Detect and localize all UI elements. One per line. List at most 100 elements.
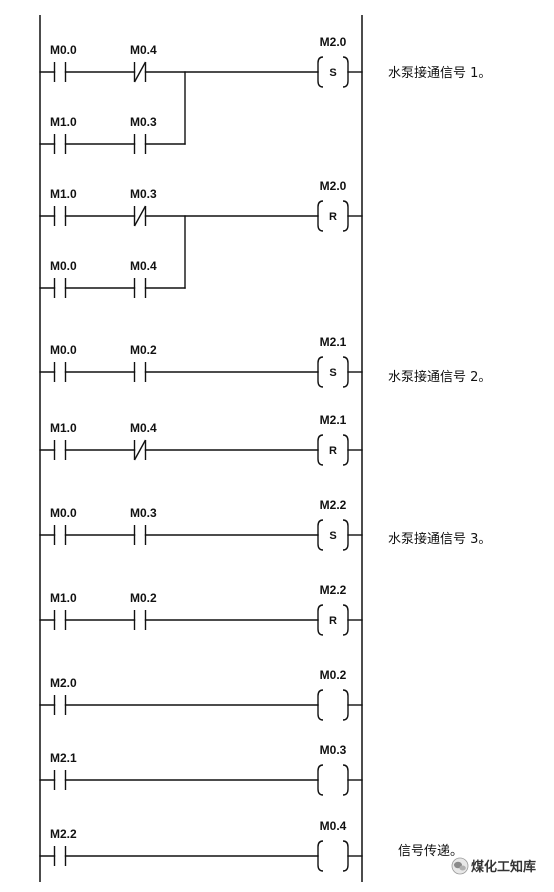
coil-right-bracket [342, 604, 349, 636]
contact-label: M0.0 [50, 506, 77, 520]
coil: S [317, 56, 349, 88]
contact-label: M1.0 [50, 421, 77, 435]
no-contact-icon [53, 362, 67, 382]
no-contact-icon [53, 770, 67, 790]
coil: S [317, 356, 349, 388]
coil-label: M2.2 [320, 583, 347, 597]
coil-label: M2.0 [320, 179, 347, 193]
coil: S [317, 519, 349, 551]
contact-label: M0.3 [130, 187, 157, 201]
contact-label: M2.0 [50, 676, 77, 690]
rung: M2.0 M0.2 [39, 668, 363, 721]
coil-label: M2.1 [320, 335, 347, 349]
no-contact-icon [53, 440, 67, 460]
contact-label: M2.2 [50, 827, 77, 841]
coil-label: M2.1 [320, 413, 347, 427]
contact-label: M1.0 [50, 591, 77, 605]
contact-slash [133, 439, 147, 461]
contact-label: M2.1 [50, 751, 77, 765]
nc-contact-icon [133, 205, 147, 227]
rung-comment: 水泵接通信号 1。 [388, 65, 491, 81]
rung: M1.0 M0.3R M2.0M0.0 M0.4 [39, 179, 363, 298]
coil-right-bracket [342, 689, 349, 721]
coil [317, 764, 349, 796]
no-contact-icon [133, 134, 147, 154]
coil-label: M0.2 [320, 668, 347, 682]
no-contact-icon [53, 206, 67, 226]
watermark: 煤化工知库 [451, 857, 536, 875]
rung: M1.0 M0.4R M2.1 [39, 413, 363, 466]
coil-left-bracket [317, 356, 324, 388]
rung: M0.0 M0.2S M2.1 水泵接通信号 2。 [39, 335, 491, 388]
coil: R [317, 604, 349, 636]
coil-left-bracket [317, 689, 324, 721]
coil-left-bracket [317, 764, 324, 796]
rung: M2.2 M0.4 信号传递。 [39, 819, 463, 872]
contact-slash [133, 61, 147, 83]
rung-comment: 信号传递。 [398, 844, 463, 859]
contact-label: M0.4 [130, 259, 157, 273]
wechat-icon [451, 857, 469, 875]
coil-left-bracket [317, 840, 324, 872]
contact-label: M0.4 [130, 421, 157, 435]
no-contact-icon [53, 846, 67, 866]
nc-contact-icon [133, 439, 147, 461]
coil-right-bracket [342, 519, 349, 551]
coil-right-bracket [342, 840, 349, 872]
coil-left-bracket [317, 56, 324, 88]
no-contact-icon [133, 525, 147, 545]
coil-label: M2.2 [320, 498, 347, 512]
contact-label: M0.4 [130, 43, 157, 57]
coil: R [317, 200, 349, 232]
rung: M1.0 M0.2R M2.2 [39, 583, 363, 636]
rung-comment: 水泵接通信号 2。 [388, 369, 491, 385]
rung-comment: 水泵接通信号 3。 [388, 531, 491, 547]
contact-label: M1.0 [50, 115, 77, 129]
coil-left-bracket [317, 604, 324, 636]
watermark-text: 煤化工知库 [471, 859, 536, 875]
no-contact-icon [133, 610, 147, 630]
contact-label: M0.3 [130, 115, 157, 129]
coil-left-bracket [317, 519, 324, 551]
coil [317, 689, 349, 721]
coil-left-bracket [317, 200, 324, 232]
no-contact-icon [53, 695, 67, 715]
coil-instruction: R [329, 211, 337, 223]
rung: M2.1 M0.3 [39, 743, 363, 796]
coil: R [317, 434, 349, 466]
contact-label: M0.0 [50, 259, 77, 273]
parallel-branch: M1.0 M0.3 [39, 71, 186, 154]
contact-label: M0.3 [130, 506, 157, 520]
coil-right-bracket [342, 764, 349, 796]
parallel-branch: M0.0 M0.4 [39, 215, 186, 298]
coil-instruction: R [329, 445, 337, 457]
contact-label: M1.0 [50, 187, 77, 201]
no-contact-icon [133, 362, 147, 382]
no-contact-icon [133, 278, 147, 298]
contact-label: M0.0 [50, 343, 77, 357]
contact-label: M0.2 [130, 591, 157, 605]
coil-left-bracket [317, 434, 324, 466]
no-contact-icon [53, 610, 67, 630]
coil-right-bracket [342, 56, 349, 88]
coil-instruction: S [329, 530, 336, 542]
coil-label: M0.3 [320, 743, 347, 757]
coil-label: M2.0 [320, 35, 347, 49]
no-contact-icon [53, 134, 67, 154]
coil-right-bracket [342, 434, 349, 466]
coil-right-bracket [342, 356, 349, 388]
contact-label: M0.2 [130, 343, 157, 357]
coil-instruction: S [329, 67, 336, 79]
coil [317, 840, 349, 872]
coil-label: M0.4 [320, 819, 347, 833]
coil-instruction: R [329, 615, 337, 627]
no-contact-icon [53, 278, 67, 298]
coil-right-bracket [342, 200, 349, 232]
nc-contact-icon [133, 61, 147, 83]
no-contact-icon [53, 525, 67, 545]
coil-instruction: S [329, 367, 336, 379]
rung: M0.0 M0.3S M2.2 水泵接通信号 3。 [39, 498, 491, 551]
